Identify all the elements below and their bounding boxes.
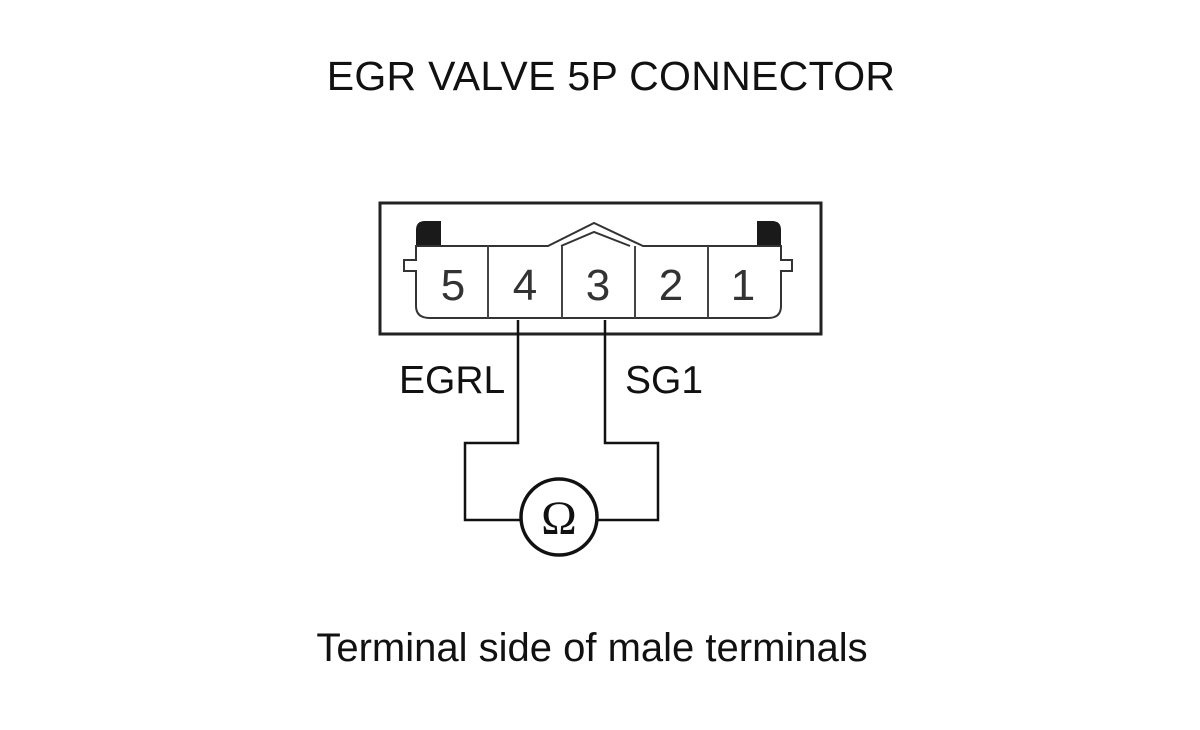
- ohm-symbol: Ω: [541, 492, 577, 545]
- diagram-title: EGR VALVE 5P CONNECTOR: [326, 53, 896, 99]
- connector-housing: [378, 201, 823, 336]
- pin-2-label: 2: [659, 261, 683, 310]
- diagram-caption: Terminal side of male terminals: [316, 626, 868, 670]
- key-notch: [560, 230, 631, 247]
- wire-right: [598, 320, 660, 522]
- cavity-dividers: [487, 246, 709, 318]
- ohmmeter-icon: [519, 477, 599, 557]
- latch-right-icon: [757, 221, 781, 246]
- latch-left-icon: [416, 221, 441, 246]
- pin-1-label: 1: [731, 261, 755, 310]
- pin-4-label: 4: [513, 261, 537, 310]
- terminal-cavity: [403, 221, 793, 319]
- wire-left: [463, 320, 521, 522]
- wire-label-egrl: EGRL: [399, 359, 505, 402]
- pin-5-label: 5: [441, 261, 465, 310]
- pin-3-label: 3: [586, 261, 610, 310]
- wire-label-sg1: SG1: [625, 359, 703, 402]
